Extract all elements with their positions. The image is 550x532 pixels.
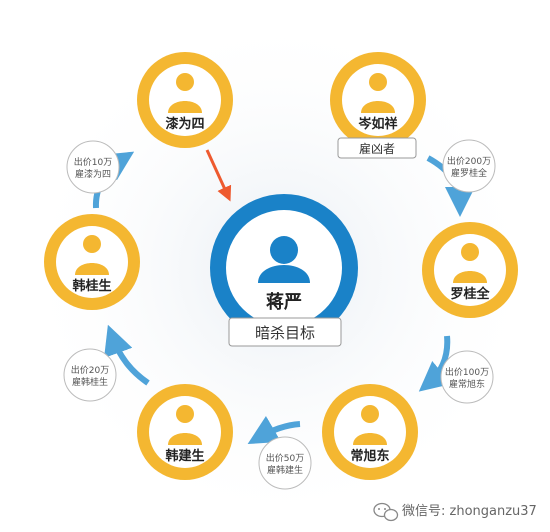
center-tag: 暗杀目标 xyxy=(228,317,342,347)
bubble-line2: 雇漆为四 xyxy=(75,168,111,180)
watermark: 微信号: zhonganzu37 xyxy=(373,502,537,522)
node-tag-text: 雇凶者 xyxy=(359,141,395,156)
person-icon xyxy=(353,405,387,445)
center-tag-text: 暗杀目标 xyxy=(255,324,315,342)
node-tag: 雇凶者 xyxy=(337,137,417,159)
person-icon xyxy=(168,405,202,445)
watermark-text: 微信号: zhonganzu37 xyxy=(402,504,537,519)
bubble-line1: 出价200万 xyxy=(447,155,491,167)
person-icon xyxy=(258,236,310,283)
person-icon xyxy=(75,235,109,275)
node-name: 岑如祥 xyxy=(357,116,397,132)
center-node: 蒋严 暗杀目标 xyxy=(210,194,358,347)
node-cen: 岑如祥 雇凶者 xyxy=(330,52,426,159)
person-icon xyxy=(361,73,395,113)
person-icon xyxy=(168,73,202,113)
red-arrow xyxy=(205,149,232,202)
bubble-line1: 出价50万 xyxy=(266,452,304,464)
node-luo: 罗桂全 xyxy=(422,222,518,318)
arrow-hanjs-to-hangs xyxy=(104,324,150,386)
bubble-line2: 雇常旭东 xyxy=(449,378,485,390)
bubble-line2: 雇罗桂全 xyxy=(451,167,487,179)
price-bubble: 出价200万 雇罗桂全 xyxy=(442,139,496,193)
node-name: 韩桂生 xyxy=(72,278,111,294)
arrow-luo-to-chang xyxy=(418,335,452,392)
node-chang: 常旭东 xyxy=(322,384,418,480)
price-bubble: 出价50万 雇韩建生 xyxy=(258,436,312,490)
price-bubble: 出价100万 雇常旭东 xyxy=(440,350,494,404)
node-qi: 漆为四 xyxy=(137,52,233,148)
price-bubble: 出价10万 雇漆为四 xyxy=(66,140,120,194)
bubble-line1: 出价100万 xyxy=(445,366,489,378)
node-hanjs: 韩建生 xyxy=(137,384,233,480)
person-icon xyxy=(453,243,487,283)
bubble-line2: 雇韩桂生 xyxy=(72,376,108,388)
node-name: 常旭东 xyxy=(350,448,389,464)
wechat-icon xyxy=(373,502,399,522)
bubble-line1: 出价10万 xyxy=(74,156,112,168)
node-hangs: 韩桂生 xyxy=(44,214,140,310)
node-name: 漆为四 xyxy=(165,116,204,132)
node-name: 罗桂全 xyxy=(450,286,490,302)
bubble-line1: 出价20万 xyxy=(71,364,109,376)
node-name: 韩建生 xyxy=(165,448,204,464)
arrow-chang-to-hanjs xyxy=(247,415,301,445)
bubble-line2: 雇韩建生 xyxy=(267,464,303,476)
price-bubble: 出价20万 雇韩桂生 xyxy=(63,348,117,402)
center-name: 蒋严 xyxy=(266,292,302,313)
